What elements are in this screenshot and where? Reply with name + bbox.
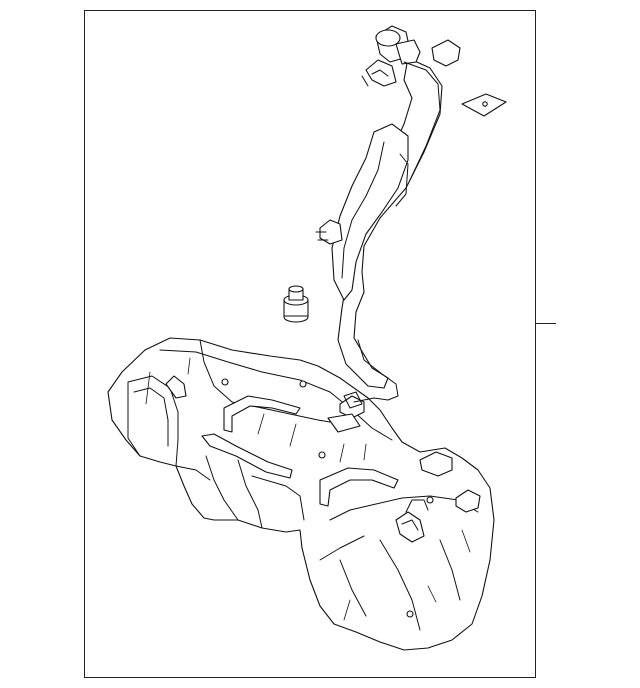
filler-neck-bracket: [365, 59, 397, 87]
filler-pipe-clip-detail: [315, 231, 329, 241]
tank-bracket: [395, 511, 425, 543]
filler-pipe-shield: [331, 123, 409, 301]
tank-left-tab: [165, 375, 187, 399]
tank-left-cap: [127, 375, 179, 467]
tank-hole-4: [426, 496, 434, 504]
gasket-hole: [482, 101, 488, 107]
filler-neck-bracket-detail: [361, 69, 389, 87]
tank-pump-mount: [419, 451, 453, 477]
filler-pipe[interactable]: [315, 25, 461, 409]
callout-leader-line: [536, 323, 556, 324]
tank-hole-1: [221, 378, 229, 386]
tank-hole-5: [406, 610, 414, 618]
tank-bracket-detail: [401, 499, 429, 531]
filler-neck-opening: [375, 29, 401, 47]
vent-line-connector: [343, 391, 363, 409]
fuel-tank-outline: [107, 337, 495, 651]
filler-pipe-shield-edge: [395, 153, 409, 207]
tank-hole-2: [299, 380, 307, 388]
tank-strap-2: [319, 467, 399, 507]
tank-channel: [201, 433, 293, 479]
tank-hole-3: [318, 451, 326, 459]
vent-line: [403, 61, 441, 181]
rubber-bumper[interactable]: [283, 285, 309, 323]
vent-line-lower: [353, 339, 399, 403]
fuel-tank[interactable]: [107, 337, 495, 651]
filler-neck-collar: [395, 39, 421, 65]
filler-pipe-clip: [319, 219, 343, 245]
filler-vent-valve: [431, 39, 461, 67]
tank-strap-1: [223, 395, 301, 433]
tank-lower-contour: [175, 455, 305, 529]
tank-vent-block: [327, 413, 361, 433]
tank-top-ridge: [159, 349, 393, 441]
gasket[interactable]: [461, 93, 507, 117]
tank-left-cap-inner: [133, 387, 169, 447]
tank-right-lobe: [319, 495, 479, 631]
diagram-frame: [84, 10, 536, 678]
bumper-cap-top: [288, 285, 304, 293]
tank-pump-bump: [455, 489, 481, 513]
tank-contour-lines: [145, 357, 471, 621]
filler-pipe-shield-inner: [341, 141, 385, 279]
